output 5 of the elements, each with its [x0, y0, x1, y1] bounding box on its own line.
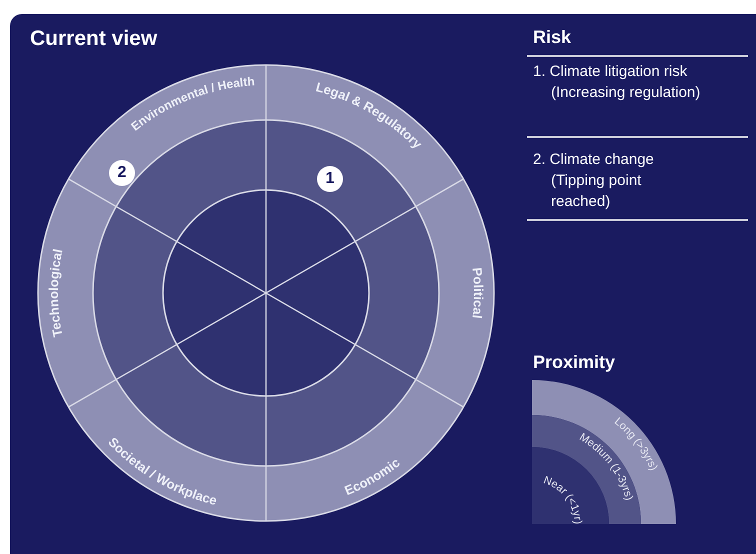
- legend-heading: Proximity: [533, 352, 616, 373]
- panel-heading: Current view: [30, 27, 158, 51]
- risk-item: 1. Climate litigation risk (Increasing regulation): [533, 62, 701, 103]
- risk-item: 2. Climate change (Tipping point reached): [533, 150, 655, 212]
- column-heading: Risk: [533, 27, 572, 48]
